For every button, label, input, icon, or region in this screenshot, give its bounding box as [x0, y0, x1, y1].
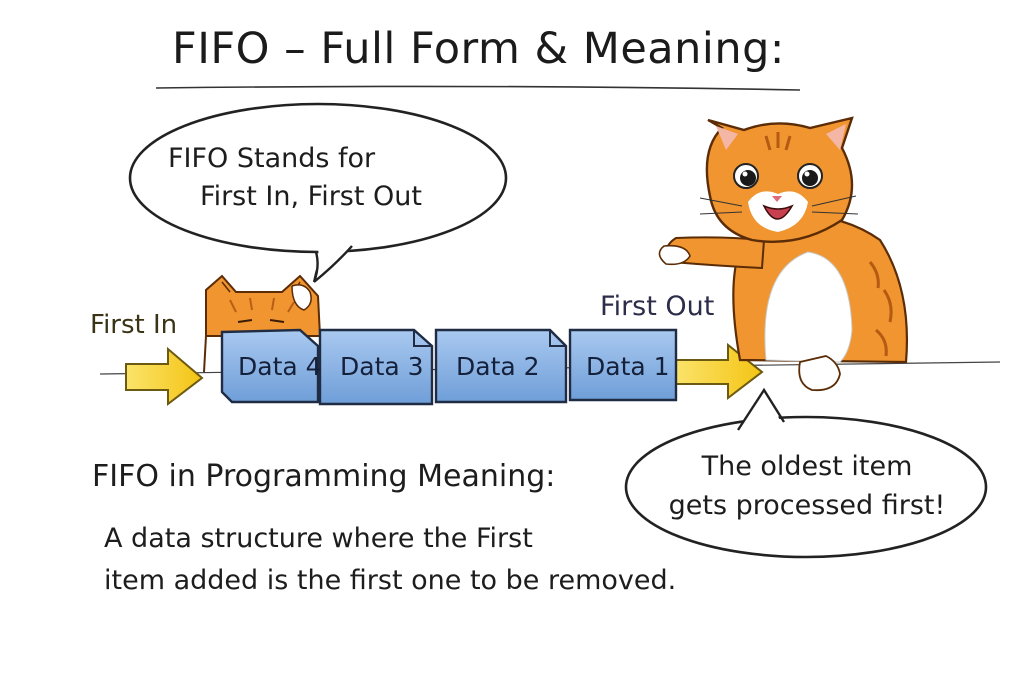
queue-block-label: Data 4	[238, 352, 322, 381]
title-underline	[155, 85, 801, 91]
queue-blocks	[220, 328, 678, 406]
queue-block-data-2	[434, 328, 568, 404]
speech-bubble-right	[624, 387, 988, 559]
speech-bubble-right-line-2: gets processed first!	[668, 490, 946, 521]
queue-block-label: Data 1	[586, 352, 670, 381]
right-arrow-icon	[125, 346, 204, 407]
queue-block-data-3	[318, 328, 434, 406]
page-title: FIFO – Full Form & Meaning:	[172, 24, 785, 74]
queue-block-label: Data 2	[456, 352, 540, 381]
queue-block-data-1	[568, 328, 678, 402]
programming-description-line-1: A data structure where the First	[104, 523, 533, 554]
speech-bubble-left	[128, 102, 508, 283]
first-in-label: First In	[90, 310, 178, 340]
speech-bubble-left-text: FIFO Stands for First In, First Out	[168, 140, 422, 216]
queue-block-label: Data 3	[340, 352, 424, 381]
big-cat-icon	[658, 116, 909, 392]
first-out-label: First Out	[600, 291, 715, 322]
speech-bubble-right-line-1: The oldest item	[701, 451, 913, 482]
speech-bubble-right-text: The oldest item gets processed first!	[652, 447, 962, 525]
programming-description: A data structure where the First item ad…	[104, 518, 676, 602]
programming-heading: FIFO in Programming Meaning:	[92, 459, 556, 494]
programming-description-line-2: item added is the first one to be remove…	[104, 565, 677, 596]
speech-bubble-left-line-2: First In, First Out	[200, 181, 422, 212]
queue-block-data-4	[220, 328, 320, 404]
speech-bubble-left-line-1: FIFO Stands for	[168, 143, 376, 174]
